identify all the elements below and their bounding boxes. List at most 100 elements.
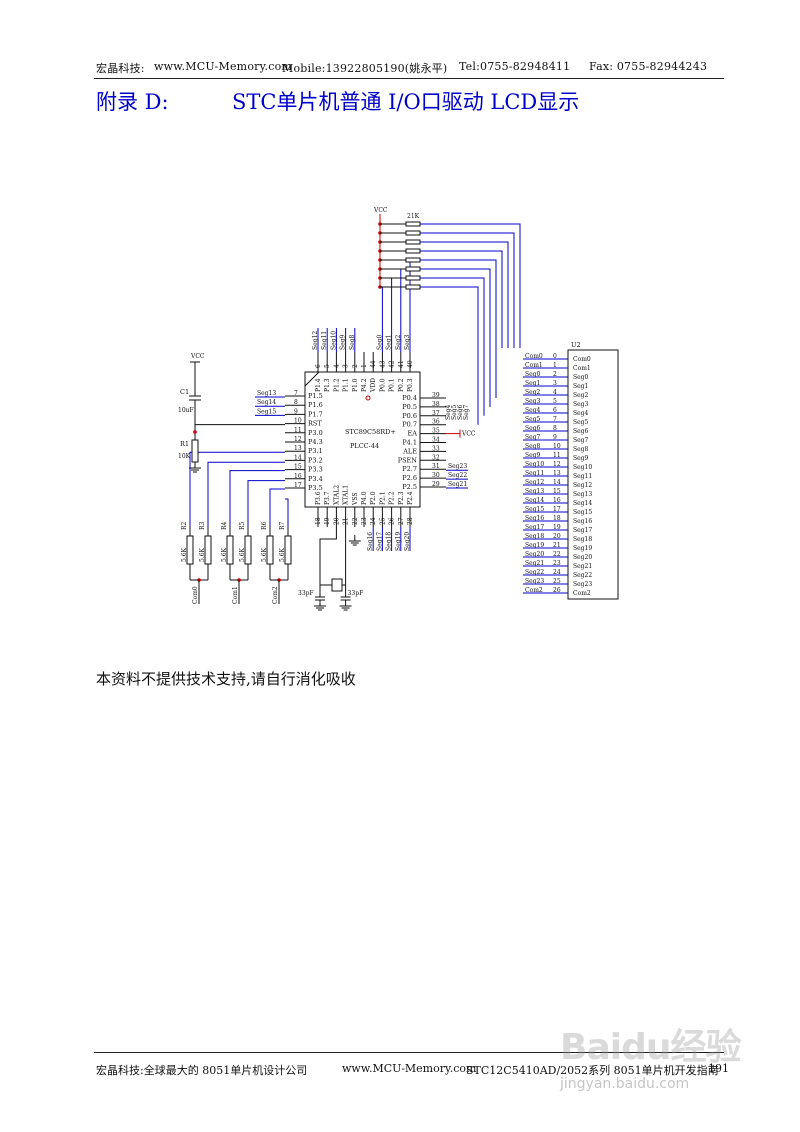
bias-resistor-value: 5.6K — [181, 547, 188, 562]
lcd-pin-name: Seg16 — [573, 518, 592, 525]
left-pin-number: 10 — [294, 418, 302, 425]
lcd-ref: U2 — [571, 341, 581, 349]
p0-net-label: Seg3 — [404, 334, 411, 350]
lcd-net-label: Seg0 — [525, 371, 541, 378]
lcd-net-label: Seg10 — [525, 461, 544, 468]
bottom-pin-number: 24 — [370, 517, 377, 525]
pullup-wire — [420, 250, 503, 348]
bottom-pin-number: 25 — [379, 517, 386, 525]
left-pin-number: 12 — [294, 436, 302, 443]
appendix-label: 附录 D: — [96, 90, 169, 114]
right-pin-number: 35 — [432, 428, 440, 435]
com-pin-wire — [269, 488, 285, 526]
lcd-net-label: Com2 — [525, 587, 543, 594]
left-pin-number: 11 — [294, 427, 302, 434]
right-pin-name: P2.6 — [402, 474, 417, 482]
lcd-pin-number: 4 — [553, 389, 557, 396]
bottom-pin-number: 21 — [343, 517, 350, 525]
lcd-net-label: Seg6 — [525, 425, 541, 432]
appendix-title: STC单片机普通 I/O口驱动 LCD显示 — [232, 90, 580, 114]
right-pin-number: 30 — [432, 472, 440, 479]
lcd-net-label: Seg13 — [525, 488, 544, 495]
pullup-resistor — [405, 284, 421, 290]
left-pin-number: 13 — [294, 445, 302, 452]
right-pin-number: 29 — [432, 481, 440, 488]
lcd-pin-number: 7 — [553, 416, 557, 423]
bottom-pin-name: P4.0 — [361, 491, 368, 505]
right-net-label: Seg21 — [448, 481, 467, 488]
pullup-resistor — [405, 275, 421, 281]
header-website: www.MCU-Memory.com — [154, 60, 293, 73]
r1-ref: R1 — [180, 440, 189, 448]
pullup-wire — [420, 232, 515, 348]
lcd-net-label: Seg22 — [525, 569, 544, 576]
header-mobile: Mobile:13922805190(姚永平) — [282, 62, 448, 75]
right-pin-number: 33 — [432, 445, 440, 452]
pullup-wire — [420, 223, 521, 348]
top-net-label: Seg10 — [330, 331, 337, 350]
lcd-net-label: Seg12 — [525, 479, 544, 486]
left-pin-name: P3.3 — [308, 466, 323, 474]
lcd-net-label: Seg11 — [525, 470, 544, 477]
schematic-wires — [189, 223, 568, 597]
lcd-pin-number: 6 — [553, 407, 557, 414]
lcd-pin-name: Seg13 — [573, 491, 592, 498]
bias-resistor-ref: R2 — [181, 521, 188, 530]
reset-vcc-label: VCC — [190, 353, 205, 360]
right-pin-number: 31 — [432, 463, 440, 470]
bottom-pin-number: 19 — [324, 517, 331, 525]
top-pin-name: P0.2 — [398, 378, 405, 392]
com-pin-wire — [229, 470, 285, 526]
p0-high-net-label: Seg4 — [445, 404, 452, 420]
top-pin-number: 1 — [361, 364, 368, 368]
top-pin-name: VDD — [370, 378, 377, 393]
top-net-label: Seg9 — [340, 334, 347, 350]
lcd-pin-number: 20 — [553, 533, 561, 540]
right-pin-number: 38 — [432, 401, 440, 408]
p0-high-net-label: Seg7 — [463, 404, 470, 420]
p0-high-net-label: Seg6 — [457, 404, 464, 420]
lcd-net-label: Seg19 — [525, 542, 544, 549]
r1-value: 10K — [178, 453, 191, 460]
lcd-pin-name: Seg12 — [573, 482, 592, 489]
lcd-pin-number: 24 — [553, 569, 561, 576]
lcd-pin-number: 22 — [553, 551, 561, 558]
right-pin-name: P0.4 — [402, 394, 417, 402]
lcd-pin-name: Seg20 — [573, 554, 592, 561]
pullup-resistor — [405, 239, 421, 245]
left-pin-name: RST — [308, 420, 322, 428]
lcd-pin-number: 8 — [553, 425, 557, 432]
lcd-pin-name: Seg17 — [573, 527, 592, 534]
chip-bevel — [304, 371, 320, 387]
p0-high-net-label: Seg5 — [451, 404, 458, 420]
left-net-label: Seg15 — [257, 408, 276, 415]
lcd-pin-number: 5 — [553, 398, 557, 405]
bias-resistor-ref: R3 — [199, 521, 206, 530]
bottom-pin-name: XTAL1 — [343, 485, 350, 505]
com-net-label: Com1 — [232, 586, 239, 604]
lcd-net-label: Seg4 — [525, 407, 541, 414]
lcd-pin-name: Seg5 — [573, 419, 589, 426]
right-pin-name: P0.6 — [402, 412, 417, 420]
bottom-net-label: Seg17 — [376, 532, 383, 551]
bottom-pin-name: XTAL2 — [333, 485, 340, 505]
lcd-net-label: Seg17 — [525, 524, 544, 531]
lcd-net-label: Seg18 — [525, 533, 544, 540]
lcd-pin-number: 1 — [553, 362, 557, 369]
com-pin-wire — [207, 461, 285, 526]
top-pin-name: P4.2 — [361, 378, 368, 392]
pullup-wire — [420, 241, 509, 348]
right-net-label: Seg23 — [448, 463, 467, 470]
top-pin-name: P0.3 — [407, 378, 414, 392]
bottom-pin-name: P2.2 — [389, 491, 396, 505]
pullup-resistor — [405, 230, 421, 236]
top-net-label: Seg11 — [321, 331, 328, 350]
lcd-pin-name: Seg7 — [573, 437, 589, 444]
pullup-resistor — [405, 248, 421, 254]
lcd-net-label: Seg1 — [525, 380, 540, 387]
lcd-pin-name: Seg23 — [573, 581, 592, 588]
top-net-label: Seg12 — [312, 331, 319, 350]
lcd-net-label: Seg23 — [525, 578, 544, 585]
top-pin-number: 6 — [315, 364, 322, 368]
